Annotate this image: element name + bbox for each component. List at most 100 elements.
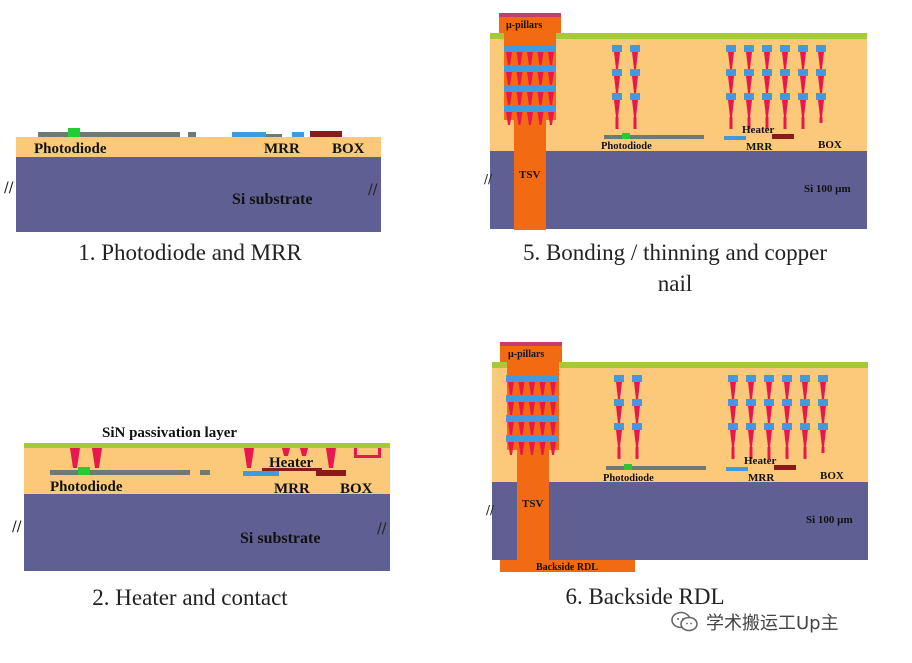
p2-sin-label: SiN passivation layer — [102, 425, 237, 441]
via-plug — [802, 430, 808, 447]
p2-si-substrate — [24, 494, 390, 571]
p5-ge-block — [622, 133, 630, 139]
p6-waveguide — [606, 466, 706, 470]
via-plug — [746, 52, 752, 69]
tsv-stack-via — [548, 112, 554, 125]
via-plug — [764, 52, 770, 69]
via-pad — [630, 69, 640, 76]
p5-caption-line2: nail — [657, 271, 693, 296]
tsv-stack-via — [539, 422, 546, 435]
via-plug — [820, 430, 826, 447]
p1-break-right: // — [368, 182, 378, 198]
via-plug — [632, 52, 638, 69]
p1-break-left: // — [4, 180, 14, 196]
watermark: 学术搬运工Up主 — [670, 609, 839, 635]
p6-ge-block — [624, 464, 632, 470]
via-pad — [612, 93, 622, 100]
p2-contact-7c — [354, 455, 381, 458]
p2-contact-1 — [70, 448, 80, 468]
tsv-stack-via — [548, 52, 554, 65]
via-pad — [630, 93, 640, 100]
tsv-stack-via — [506, 92, 512, 105]
tsv-stack-via — [506, 72, 512, 85]
p5-tsv — [514, 117, 546, 230]
p2-waveguide-small — [200, 470, 210, 475]
tsv-stack-via — [550, 442, 556, 455]
via-plug — [820, 382, 826, 399]
via-pad — [744, 45, 754, 52]
via-tail — [785, 447, 789, 459]
via-plug — [782, 52, 788, 69]
via-plug — [820, 406, 826, 423]
tsv-stack-via — [518, 442, 525, 455]
tsv-stack-via — [527, 112, 533, 125]
p2-contact-6 — [326, 448, 336, 468]
via-pad — [744, 69, 754, 76]
tsv-stack-via — [529, 382, 535, 395]
p5-pillar-cap — [499, 13, 561, 17]
via-plug — [818, 52, 824, 69]
tsv-stack-via — [550, 422, 556, 435]
via-plug — [634, 430, 640, 447]
via-tail — [747, 117, 751, 129]
via-plug — [728, 100, 734, 117]
p2-contact-7b — [378, 448, 381, 458]
tsv-stack-via — [537, 72, 544, 85]
via-pad — [762, 69, 772, 76]
tsv-stack-via — [548, 72, 554, 85]
tsv-stack-pad — [504, 65, 556, 72]
via-pad — [728, 375, 738, 382]
tsv-stack-via — [516, 52, 523, 65]
via-plug — [634, 382, 640, 399]
via-plug — [748, 430, 754, 447]
via-plug — [766, 406, 772, 423]
p6-break-left: // — [486, 503, 495, 517]
via-pad — [630, 45, 640, 52]
via-pad — [816, 69, 826, 76]
via-plug — [730, 430, 736, 447]
p6-heater-label: Heater — [744, 455, 776, 467]
p6-si-substrate — [492, 482, 868, 560]
via-tail — [617, 447, 621, 459]
p1-waveguide-small — [188, 132, 196, 137]
via-tail — [635, 447, 639, 459]
p1-si-substrate — [16, 157, 381, 232]
via-pad — [780, 69, 790, 76]
via-plug — [614, 100, 620, 117]
via-plug — [614, 52, 620, 69]
via-pad — [818, 399, 828, 406]
via-plug — [730, 382, 736, 399]
p2-break-left: // — [12, 519, 22, 535]
p6-caption: 6. Backside RDL — [565, 584, 725, 609]
via-plug — [800, 76, 806, 93]
p5-mrr-label: MRR — [746, 141, 773, 153]
via-plug — [782, 76, 788, 93]
p1-substrate-label: Si substrate — [232, 191, 312, 208]
p5-photodiode-label: Photodiode — [601, 141, 652, 152]
p5-via-columns — [612, 45, 826, 129]
p2-contact-3 — [244, 448, 254, 468]
p2-substrate-label: Si substrate — [240, 530, 320, 547]
tsv-stack-via — [518, 402, 525, 415]
p1-caption: 1. Photodiode and MRR — [78, 240, 302, 265]
via-tail — [765, 117, 769, 129]
p1-photodiode-label: Photodiode — [34, 141, 107, 157]
p6-tsv-stack — [506, 375, 558, 455]
p2-caption: 2. Heater and contact — [92, 585, 288, 610]
p2-box-label: BOX — [340, 481, 373, 497]
p2-contact-7a — [354, 448, 357, 458]
tsv-stack-via — [537, 52, 544, 65]
p5-heater-block — [772, 134, 794, 139]
tsv-stack-via — [527, 72, 533, 85]
tsv-stack-via — [550, 402, 556, 415]
via-plug — [632, 76, 638, 93]
p5-mrr-pad — [724, 136, 746, 140]
via-plug — [784, 430, 790, 447]
via-pad — [746, 423, 756, 430]
p6-tsv-label: TSV — [522, 498, 543, 510]
via-plug — [632, 100, 638, 117]
p2-photodiode-label: Photodiode — [50, 479, 123, 495]
p5-waveguide — [604, 135, 704, 139]
